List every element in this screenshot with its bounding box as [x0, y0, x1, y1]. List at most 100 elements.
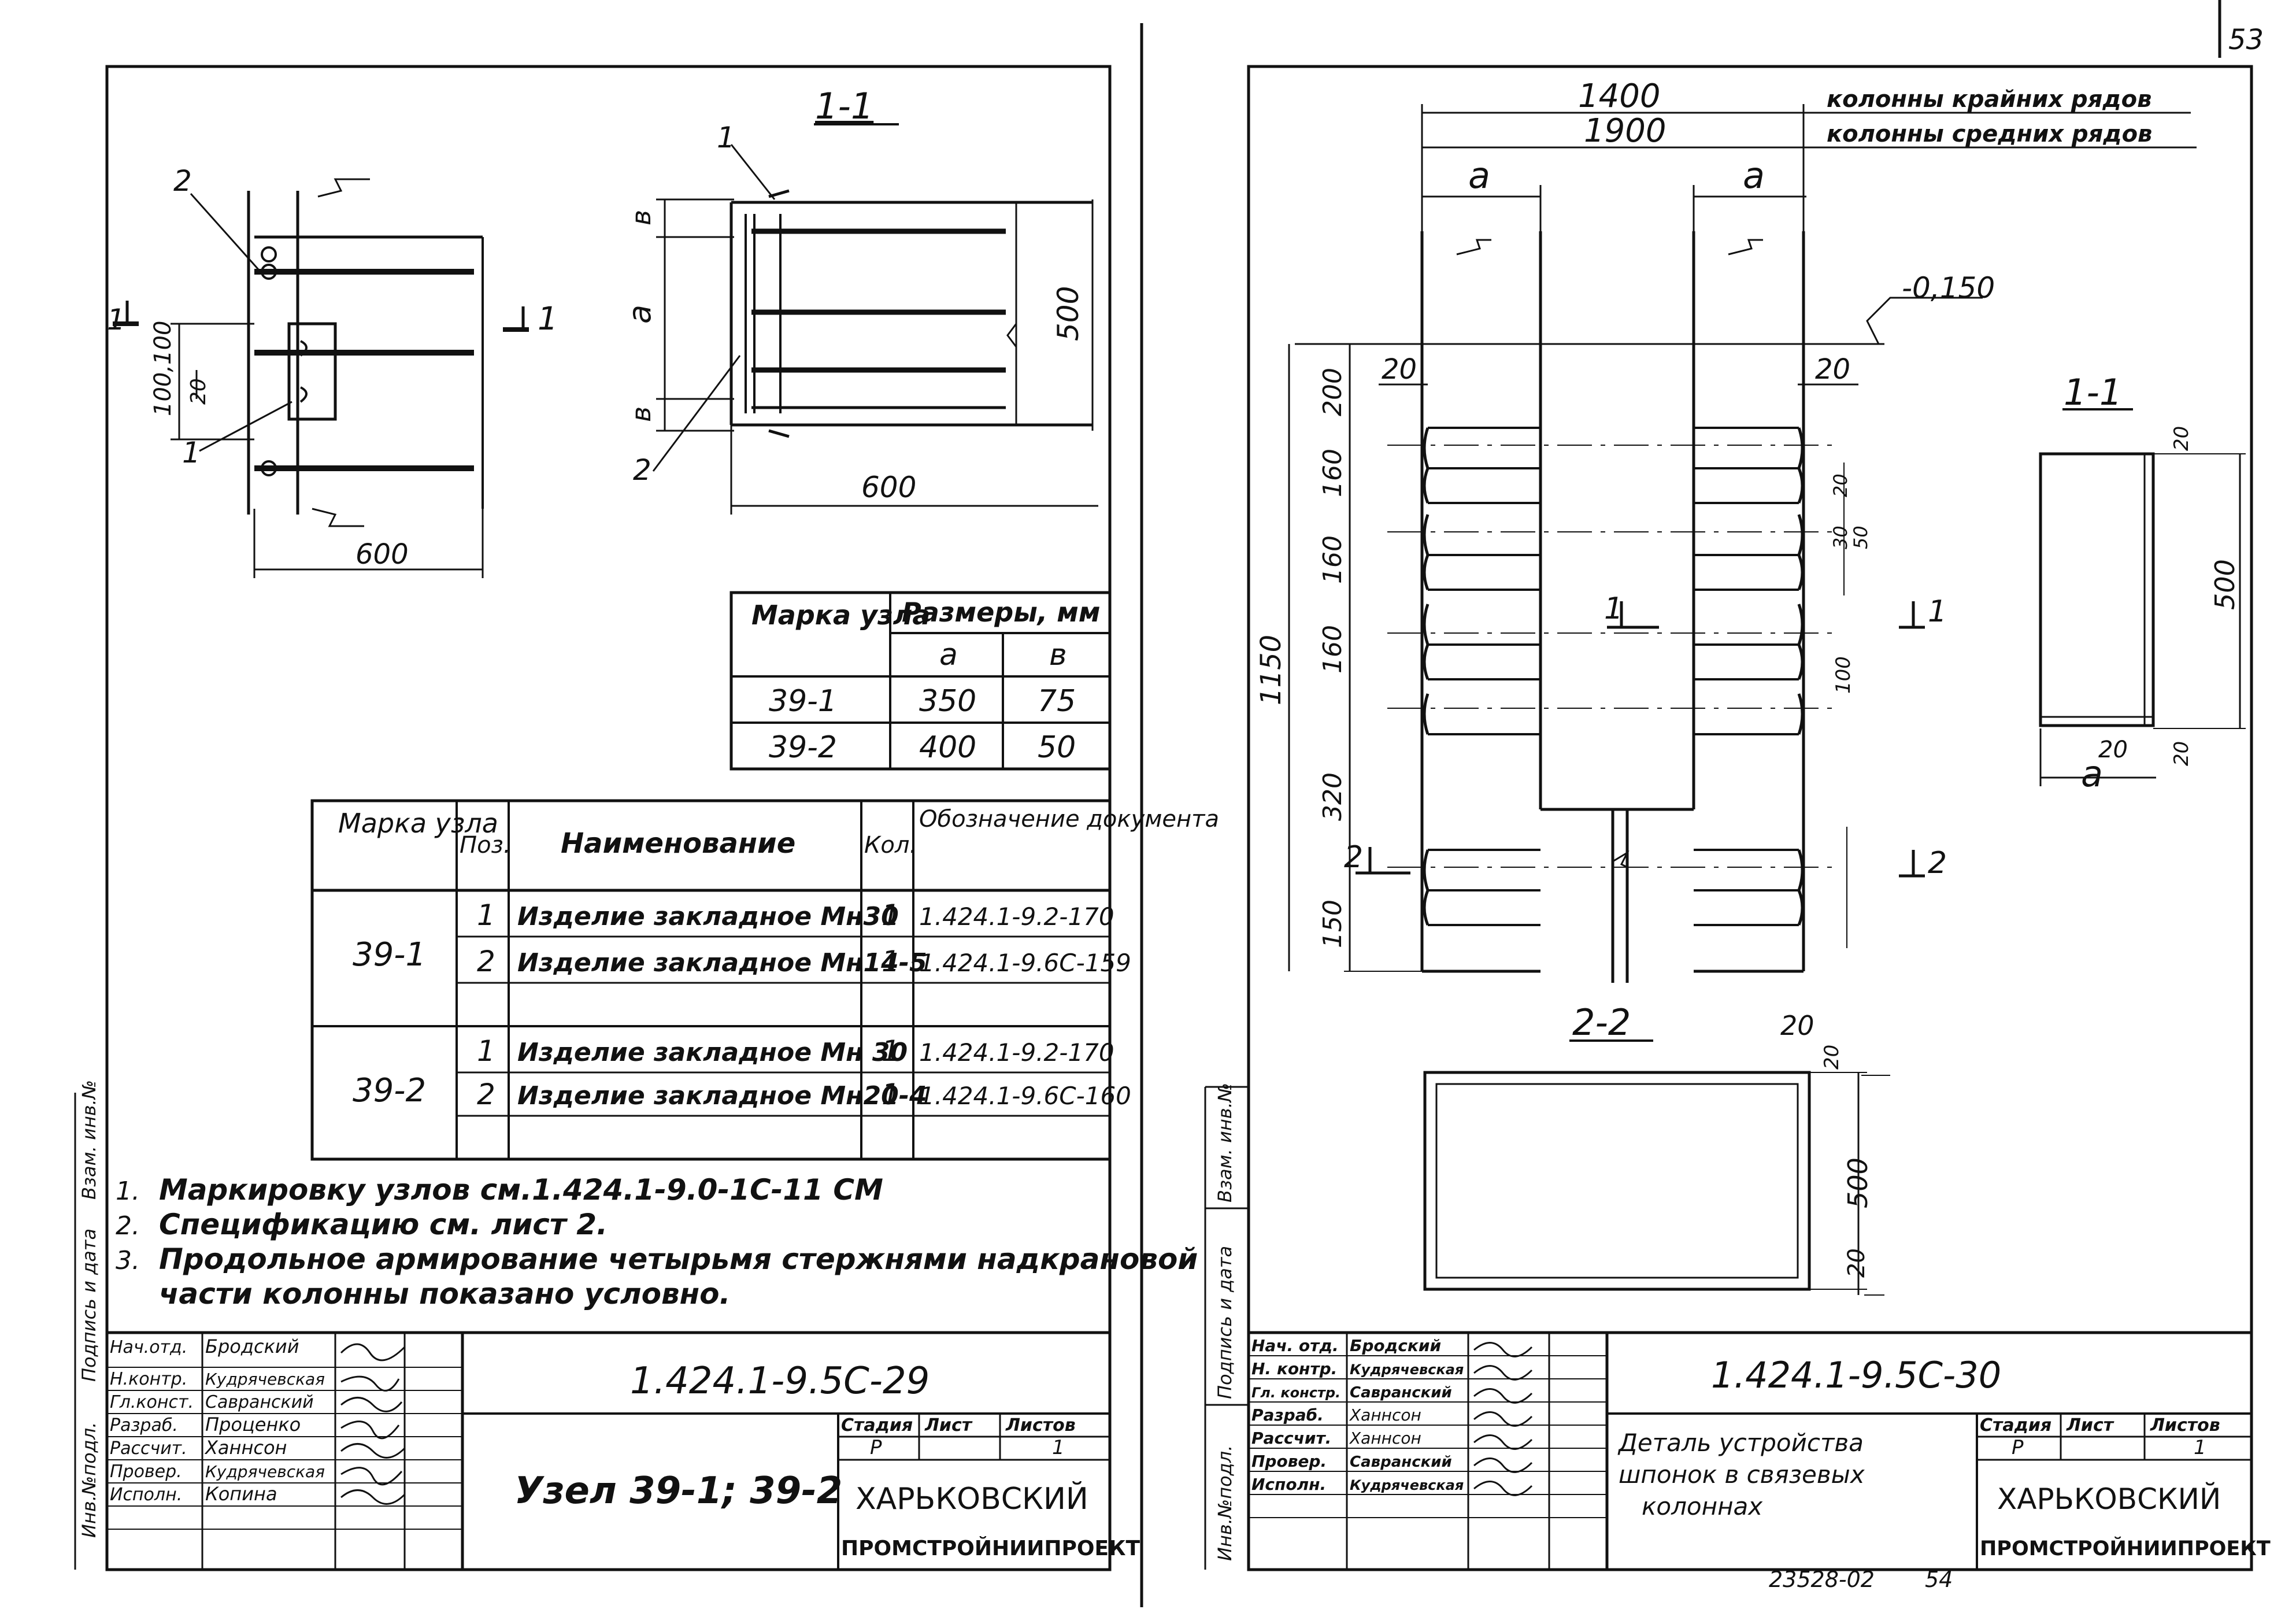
spec-head-name: Наименование [561, 827, 795, 860]
dim-20-right: 20 [1815, 353, 1850, 386]
staff-name: Ханнсон [1349, 1429, 1421, 1448]
size-table-head-sizes: Размеры, мм [902, 597, 1101, 628]
staff-name: Ханнсон [1349, 1405, 1421, 1425]
note-number: 2. [116, 1211, 140, 1241]
staff-name: Савранский [1350, 1384, 1452, 1401]
spec-qty: 1 [882, 945, 900, 978]
section-22-t20: 20 [1843, 1248, 1870, 1278]
staff-role: Разраб. [110, 1415, 178, 1436]
staff-name: Кудрячевская [205, 1462, 325, 1481]
staff-role: Рассчит. [110, 1438, 187, 1459]
sheets-label: Листов [2150, 1415, 2220, 1436]
cut-mark-1-right: 1 [538, 300, 558, 337]
side-label: Взам. инв.№ [78, 1080, 100, 1200]
staff-role: Гл. констр. [1251, 1385, 1340, 1401]
side-label: Подпись и дата [78, 1229, 100, 1382]
section-11-t20: 20 [2098, 737, 2128, 763]
staff-name: Ханнсон [204, 1437, 287, 1459]
drawing-title-line: Деталь устройства [1617, 1429, 1864, 1457]
size-table-b-1: 75 [1038, 684, 1076, 719]
org-name: ХАРЬКОВСКИЙ [1997, 1482, 2221, 1516]
section-2-2: 2-2 500 20 20 20 [1423, 1001, 1890, 1296]
bottom-page: 54 [1925, 1567, 1953, 1592]
note-line: Продольное армирование четырьмя стержням… [159, 1242, 1198, 1276]
section-dim-500: 500 [1051, 286, 1085, 341]
staff-name: Кудрячевская [205, 1370, 325, 1389]
spec-doc: 1.424.1-9.6С-160 [919, 1082, 1131, 1110]
drawing-title: Узел 39-1; 39-2 [514, 1470, 842, 1512]
level-mark: -0,150 [1902, 271, 1995, 305]
left-title-block: Нач.отд. Бродский Н.контр. Кудрячевская … [107, 1331, 1140, 1570]
total-height: 1150 [1255, 635, 1287, 705]
section-callout-2: 2 [633, 453, 651, 487]
size-table-a-2: 400 [919, 730, 976, 765]
side-label: Инв.№подл. [1214, 1445, 1236, 1561]
spec-pos: 1 [477, 898, 495, 932]
sheets-value: 1 [1052, 1436, 1065, 1459]
spec-pos: 2 [477, 1078, 495, 1111]
size-table-a-1: 350 [919, 684, 976, 719]
size-table-b-2: 50 [1038, 730, 1076, 765]
notes: 1. Маркировку узлов см.1.424.1-9.0-1С-11… [116, 1173, 1198, 1311]
sheets-label: Листов [1005, 1415, 1076, 1436]
cut-mark-2-left: 2 [1344, 840, 1363, 875]
signature-icon [340, 1343, 406, 1505]
plan-dim-100-100: 100,100 [150, 321, 176, 416]
dim-a-left: a [1468, 154, 1490, 197]
spec-head-doc: Обозначение документа [919, 806, 1219, 833]
size-table: Марка узла Размеры, мм a в 39-1 350 75 3… [729, 591, 1112, 771]
staff-name: Проценко [205, 1414, 301, 1436]
note-line: части колонны показано условно. [159, 1277, 731, 1311]
staff-role: Исполн. [110, 1485, 182, 1505]
side-label: Инв.№подл. [78, 1422, 100, 1538]
dim-20-left: 20 [1382, 353, 1417, 386]
staff-name: Кудрячевская [1350, 1477, 1464, 1493]
cut-mark-1-left: 1 [1604, 591, 1623, 626]
plan-view: 2 1 1 1 100,100 20 600 [107, 164, 558, 578]
staff-role: Гл.конст. [110, 1392, 194, 1412]
staff-role: Н.контр. [110, 1369, 187, 1389]
section-11-t20: 20 [2170, 741, 2193, 766]
plan-callout-1: 1 [182, 436, 201, 469]
spec-name: Изделие закладное Мн14-5 [517, 948, 927, 978]
side-dim: 160 [1318, 449, 1347, 497]
label-outer-columns: колонны крайних рядов [1827, 86, 2151, 113]
staff-name: Савранский [1350, 1453, 1452, 1471]
spec-name: Изделие закладное Мн30 [517, 902, 899, 931]
sheet-label: Лист [924, 1415, 973, 1436]
section-label-1-1-right: 1-1 [2064, 371, 2122, 413]
spec-qty: 1 [882, 898, 900, 932]
embedded-plate [287, 322, 337, 421]
staff-role: Н. контр. [1251, 1359, 1337, 1378]
staff-role: Нач.отд. [110, 1337, 187, 1357]
dim-s20: 20 [1830, 473, 1851, 497]
section-label-2-2: 2-2 [1572, 1001, 1631, 1044]
drawing-title-line: шпонок в связевых [1619, 1460, 1865, 1489]
spec-name: Изделие закладное Мн 30 [517, 1038, 908, 1067]
spec-doc: 1.424.1-9.2-170 [919, 902, 1114, 931]
section-callout-1: 1 [717, 121, 735, 154]
section-11-t20: 20 [2170, 426, 2193, 451]
plan-callout-2: 2 [173, 164, 192, 198]
drawing-code: 1.424.1-9.5С-30 [1711, 1354, 2001, 1396]
note-number: 3. [116, 1246, 140, 1275]
spec-doc: 1.424.1-9.2-170 [919, 1038, 1114, 1067]
size-table-col-b: в [1049, 638, 1067, 672]
stage-value: Р [870, 1436, 882, 1459]
sheets-value: 1 [2194, 1436, 2206, 1459]
column-elevation: -0,150 20 20 200 160 160 160 320 150 115… [1255, 231, 1995, 983]
size-table-col-a: a [939, 638, 958, 672]
left-sheet: 2 1 1 1 100,100 20 600 1-1 [74, 65, 1219, 1571]
section-1-1-right: 1-1 500 20 20 a 20 [2039, 371, 2246, 795]
right-sheet-border [1247, 65, 2253, 1571]
label-middle-columns: колонны средних рядов [1827, 121, 2152, 147]
dim-s100: 100 [1832, 656, 1855, 694]
stage-value: Р [2012, 1436, 2024, 1459]
staff-role: Разраб. [1251, 1405, 1324, 1425]
dim-s50: 50 [1850, 526, 1872, 549]
dim-1400: 1400 [1578, 77, 1661, 115]
section-11-height: 500 [2209, 559, 2241, 610]
section-22-t20: 20 [1820, 1045, 1843, 1070]
spec-qty: 1 [882, 1034, 900, 1068]
right-sheet: 1400 1900 a a колонны крайних рядов коло… [1204, 65, 2271, 1592]
